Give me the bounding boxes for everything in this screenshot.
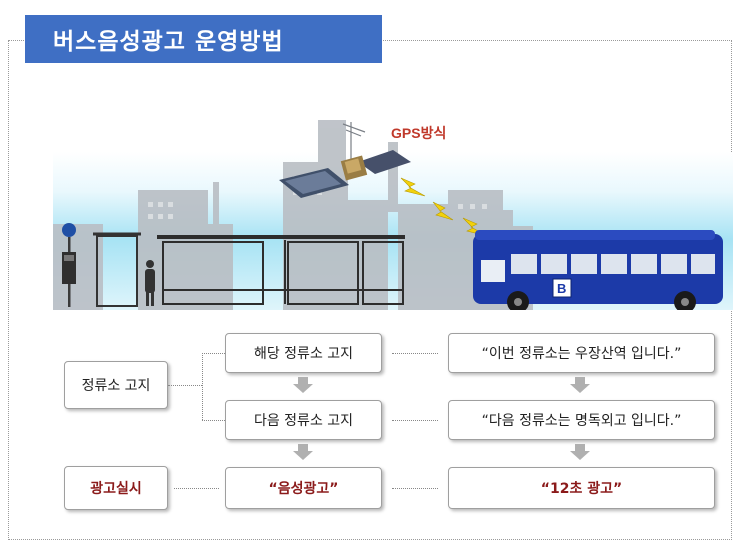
next-message-box: “다음 정류소는 명독외고 입니다.” (448, 400, 715, 440)
connector-bottom-right (392, 488, 438, 489)
satellite-icon (279, 150, 411, 198)
bus-stop-sign-icon (62, 223, 76, 307)
current-message-box: “이번 정류소는 우장산역 입니다.” (448, 333, 715, 373)
person-silhouette-icon (145, 260, 155, 306)
bus-stop-illustration: GPS방식 (53, 120, 733, 310)
connector-left-vertical (202, 353, 203, 420)
connector-left-top (202, 353, 225, 354)
current-stop-label: 해당 정류소 고지 (253, 346, 354, 362)
duration-box: “12초 광고” (448, 467, 715, 509)
next-stop-label: 다음 정류소 고지 (253, 413, 354, 429)
bus-icon: B (473, 230, 723, 310)
voice-ad-box: “음성광고” (225, 467, 382, 509)
current-message-label: “이번 정류소는 우장산역 입니다.” (481, 346, 682, 362)
bus-logo: B (557, 281, 566, 296)
arrow-down-icon (293, 377, 313, 393)
current-stop-box: 해당 정류소 고지 (225, 333, 382, 373)
small-shelter (93, 232, 141, 307)
page-title: 버스음성광고 운영방법 (25, 15, 382, 63)
connector-bottom-left (174, 488, 219, 489)
connector-left-bottom (202, 420, 225, 421)
arrow-down-icon (570, 444, 590, 460)
stop-notice-box: 정류소 고지 (64, 361, 168, 409)
connector-mid-row (392, 420, 438, 421)
voice-ad-label: “음성광고” (268, 481, 339, 497)
arrow-down-icon (293, 444, 313, 460)
ad-run-label: 광고실시 (90, 481, 142, 497)
bus-shelter (157, 235, 405, 305)
gps-label: GPS방식 (391, 125, 446, 141)
duration-label: “12초 광고” (540, 481, 623, 497)
connector-top-row (392, 353, 438, 354)
stop-notice-label: 정류소 고지 (81, 378, 151, 394)
connector-left-stem (168, 385, 202, 386)
ad-run-box: 광고실시 (64, 466, 168, 510)
arrow-down-icon (570, 377, 590, 393)
next-stop-box: 다음 정류소 고지 (225, 400, 382, 440)
signal-bolts-icon (400, 177, 488, 237)
page-title-text: 버스음성광고 운영방법 (53, 29, 284, 55)
next-message-label: “다음 정류소는 명독외고 입니다.” (481, 413, 682, 429)
